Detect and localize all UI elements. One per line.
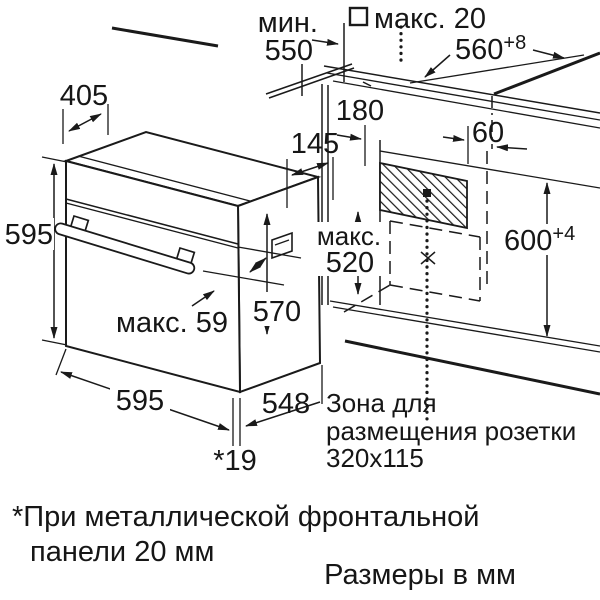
dim-max-panel-20: макс. 20 [348, 3, 486, 35]
dim-max59-value: макс. 59 [116, 307, 228, 339]
socket-zone-line3: 320x115 [326, 443, 424, 473]
dim-min-label: мин. [258, 7, 318, 39]
footnote-line2: панели 20 мм [30, 536, 214, 568]
socket-zone-note: Зона для размещения розетки 320x115 [326, 388, 576, 473]
dim-max-59: макс. 59 [116, 246, 302, 339]
dim-180-value: 180 [336, 95, 384, 127]
dim-548-value: 548 [262, 388, 310, 420]
socket-zone-line2: размещения розетки [326, 416, 576, 446]
side-vent [271, 231, 293, 260]
dim-max520-label: макс. [317, 221, 381, 251]
dim-548: 548 [245, 365, 323, 427]
footnote-line1: *При металлической фронтальной [12, 501, 479, 533]
dim-min-value: 550 [265, 35, 313, 67]
dim-max-520: макс. 520 [312, 211, 388, 295]
dim-145: 145 [286, 128, 339, 208]
floor-lines [329, 300, 600, 396]
dim-405-value: 405 [60, 80, 108, 112]
oven-projection-dashed-box [343, 220, 481, 313]
dim-min-550: мин. 550 [258, 7, 339, 67]
dim-560-value: 560+8 [455, 32, 526, 66]
dim-595-width-value: 595 [116, 385, 164, 417]
dim-560: 560+8 [424, 32, 565, 78]
dim-600-value: 600+4 [504, 223, 575, 257]
dim-max520-value: 520 [326, 247, 374, 279]
socket-zone-hatch [379, 161, 468, 230]
dim-595-width: 595 [55, 348, 230, 431]
dim-570-value: 570 [253, 296, 301, 328]
dim-600: 600+4 [500, 182, 585, 337]
control-panel-line [65, 198, 239, 245]
dim-max-panel-label: макс. 20 [374, 3, 486, 35]
dim-595-height-value: 595 [5, 219, 53, 251]
socket-point-marker [423, 189, 431, 197]
square-symbol-icon [348, 6, 369, 27]
cross-mark [420, 251, 436, 265]
dim-570: 570 [252, 213, 303, 335]
dim-19-value: *19 [213, 445, 257, 477]
socket-zone-line1: Зона для [326, 388, 437, 418]
dim-60-value: 60 [472, 117, 504, 149]
units-note: Размеры в мм [324, 559, 516, 591]
dim-60: 60 [442, 117, 528, 164]
dim-595-height: 595 [2, 156, 68, 346]
dim-405: 405 [60, 80, 109, 144]
dim-19: *19 [213, 398, 257, 477]
dim-145-value: 145 [291, 128, 339, 160]
countertop-lines [111, 23, 600, 129]
dim-180: 180 [336, 95, 384, 166]
oven [54, 130, 322, 394]
